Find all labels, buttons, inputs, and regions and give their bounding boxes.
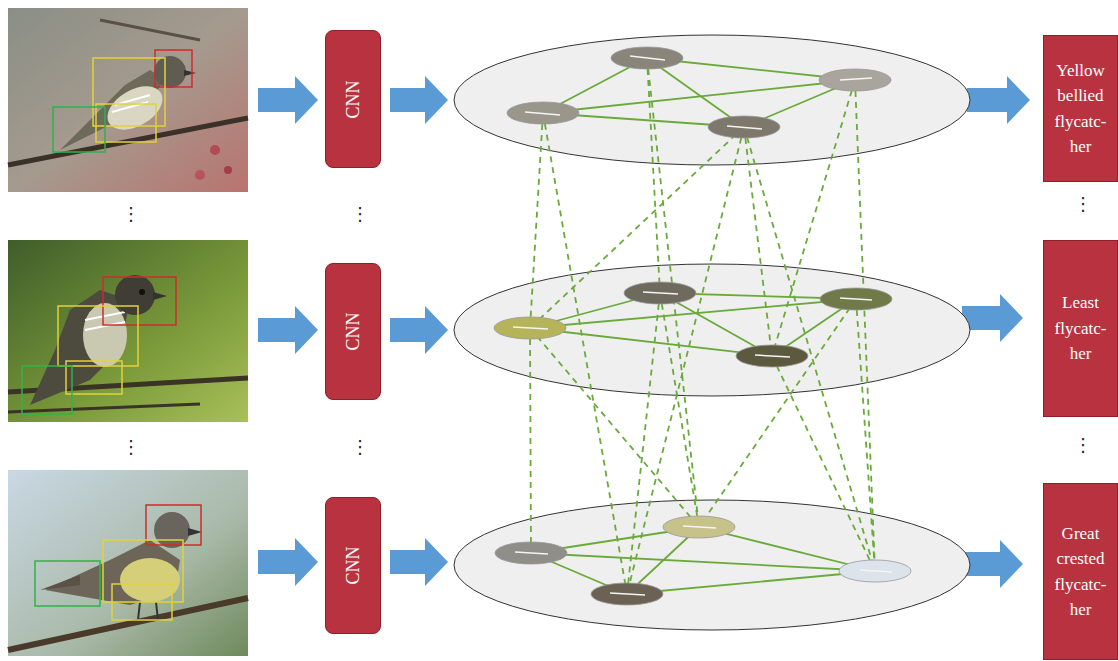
bird-photo (8, 240, 248, 422)
class-label: Yellow bellied flycatc- her (1044, 58, 1117, 160)
cnn-box: CNN (325, 30, 381, 168)
class-box: Great crested flycatc- her (1043, 483, 1118, 660)
ellipsis-mark: ⋮ (351, 205, 369, 223)
network-label: CNN (342, 80, 363, 118)
network-label: CNN (342, 312, 363, 350)
ellipsis-mark: ⋮ (351, 438, 369, 456)
bird-photo (8, 470, 248, 656)
graph-edge (530, 58, 875, 594)
ellipsis-mark: ⋮ (1074, 436, 1092, 454)
part-thumbnail (494, 47, 911, 605)
ellipsis-mark: ⋮ (122, 205, 140, 223)
bird-photo (8, 8, 248, 192)
class-box: Yellow bellied flycatc- her (1043, 35, 1118, 182)
graph-edge (530, 58, 875, 594)
class-label: Great crested flycatc- her (1044, 521, 1117, 623)
class-label: Least flycatc- her (1044, 290, 1117, 367)
part-thumbnail-detail (513, 56, 892, 595)
ellipsis-mark: ⋮ (1074, 195, 1092, 213)
cnn-box: CNN (325, 497, 381, 634)
cnn-box: CNN (325, 263, 381, 400)
network-label: CNN (342, 546, 363, 584)
graph-layer (454, 35, 970, 630)
ellipsis-mark: ⋮ (122, 438, 140, 456)
class-box: Least flycatc- her (1043, 240, 1118, 417)
